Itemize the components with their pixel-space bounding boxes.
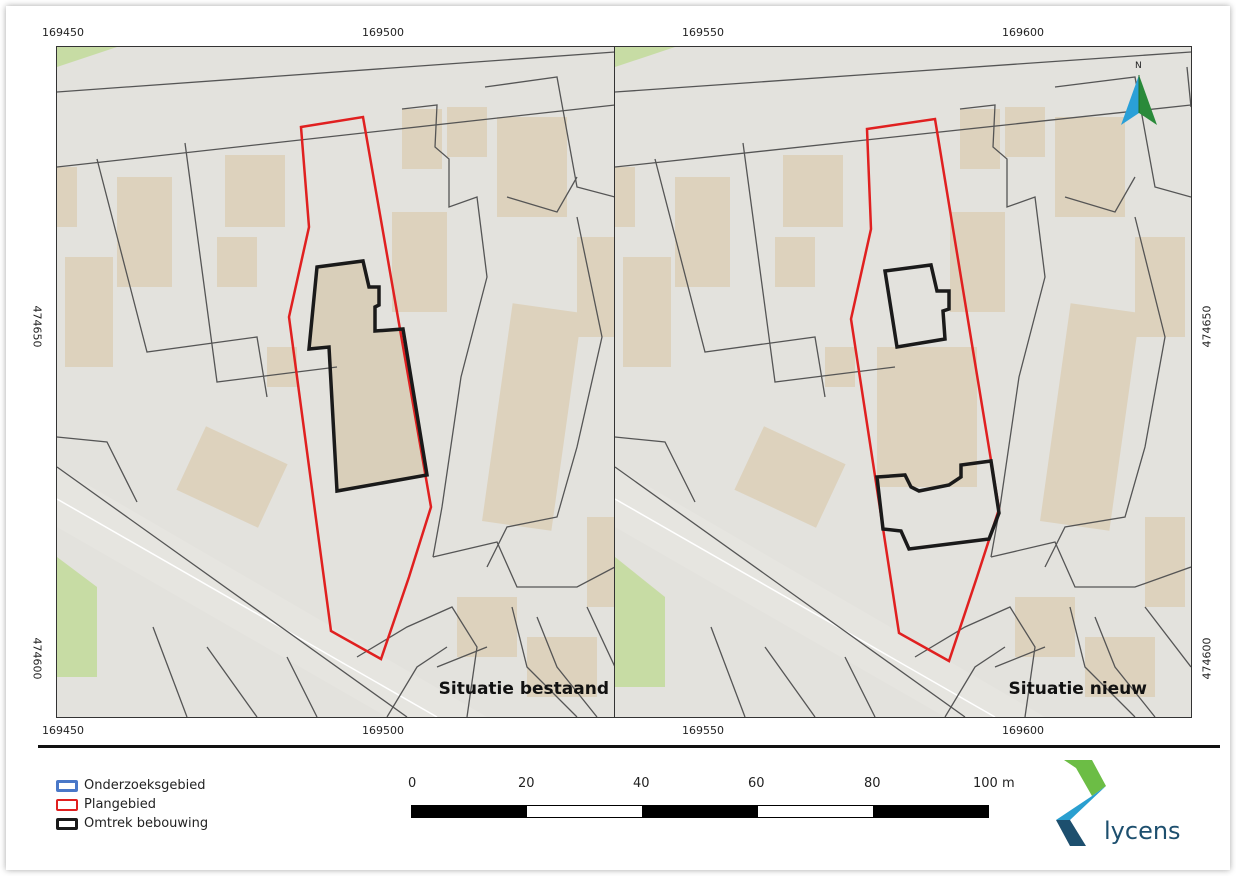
north-label: N [1135, 61, 1142, 71]
x-tick-bottom: 169450 [42, 724, 84, 737]
scale-label: 40 [633, 776, 650, 791]
y-tick-right: 474600 [1200, 637, 1214, 680]
scale-label: 20 [518, 776, 535, 791]
map-label: Situatie nieuw [1008, 679, 1147, 699]
x-tick-top: 169600 [1002, 26, 1044, 39]
scale-label: 60 [748, 776, 765, 791]
logo-text: lycens [1104, 817, 1181, 845]
x-tick-top: 169450 [42, 26, 84, 39]
x-tick-bottom: 169600 [1002, 724, 1044, 737]
x-tick-bottom: 169500 [362, 724, 404, 737]
map-new-canvas [615, 47, 1191, 717]
legend-swatch [56, 798, 78, 811]
y-tick-left: 474650 [30, 305, 44, 348]
legend-label: Omtrek bebouwing [84, 816, 209, 831]
x-tick-top: 169550 [682, 26, 724, 39]
scale-bar [411, 805, 989, 818]
footer-divider [38, 745, 1220, 748]
legend-swatch [56, 779, 78, 792]
y-tick-right: 474650 [1200, 305, 1214, 348]
y-tick-left: 474600 [30, 637, 44, 680]
scale-label: 0 [408, 776, 417, 791]
legend-item: Onderzoeksgebied [56, 776, 208, 795]
legend-item: Omtrek bebouwing [56, 814, 208, 833]
map-existing-situation[interactable]: Situatie bestaand [56, 46, 616, 718]
north-arrow-icon [1121, 75, 1157, 125]
legend-swatch [56, 817, 78, 830]
legend-label: Onderzoeksgebied [84, 778, 206, 793]
lycens-logo-icon [1056, 760, 1106, 846]
legend-label: Plangebied [84, 797, 157, 812]
x-tick-bottom: 169550 [682, 724, 724, 737]
scale-label: 80 [864, 776, 881, 791]
x-tick-top: 169500 [362, 26, 404, 39]
map-new-situation[interactable]: N Situatie nieuw [614, 46, 1192, 718]
map-existing-canvas [57, 47, 615, 717]
scale-label: 100 m [973, 776, 1015, 791]
legend-item: Plangebied [56, 795, 208, 814]
map-label: Situatie bestaand [438, 679, 609, 699]
legend: Onderzoeksgebied Plangebied Omtrek bebou… [56, 776, 208, 833]
